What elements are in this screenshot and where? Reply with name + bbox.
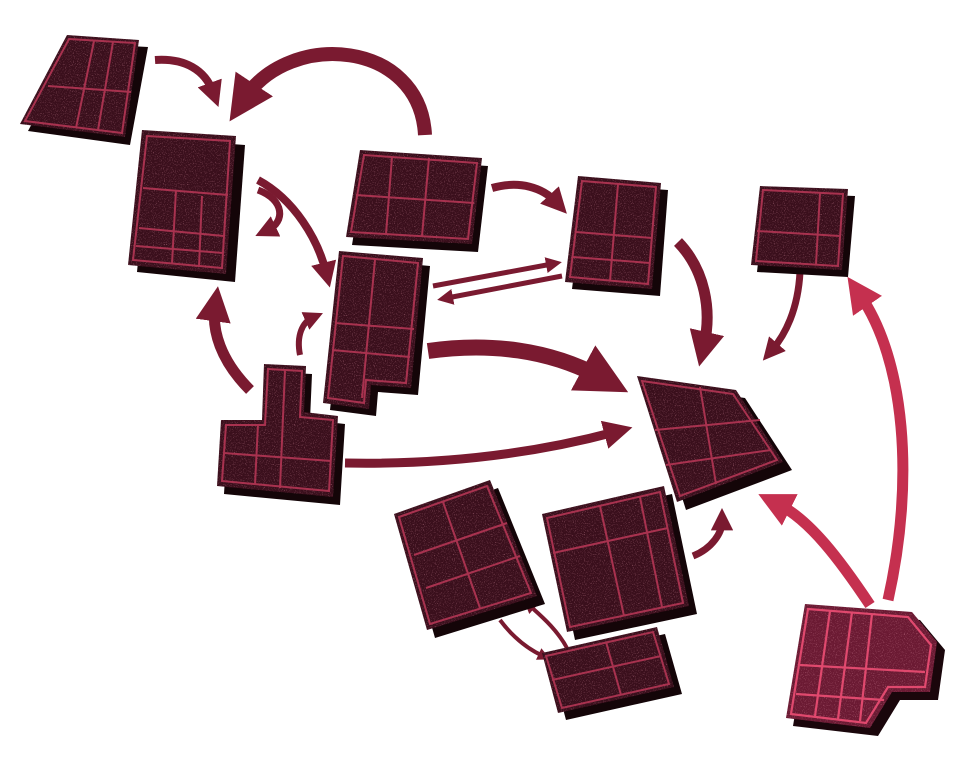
urban-block-h — [217, 364, 345, 505]
arrow-b-self — [255, 186, 284, 237]
arrow-f-to-g — [762, 271, 804, 361]
arrow-h-to-g — [344, 420, 633, 468]
urban-block-l — [786, 604, 945, 736]
urban-block-a — [20, 35, 148, 145]
urban-block-j — [542, 486, 697, 640]
arrow-i-to-k — [498, 618, 551, 660]
arrow-e-to-d — [432, 257, 562, 289]
arrow-layer — [154, 47, 909, 660]
arrow-c-to-b — [229, 47, 432, 136]
urban-block-g — [637, 376, 792, 510]
arrow-c-to-d — [490, 180, 567, 214]
arrow-b-to-e — [256, 176, 337, 288]
arrow-l-to-f — [847, 276, 909, 602]
arrow-d-to-e — [437, 273, 563, 305]
urban-block-i — [394, 480, 545, 638]
urban-block-c — [346, 150, 488, 252]
arrow-d-to-g — [673, 238, 725, 367]
arrow-j-to-g — [691, 508, 734, 560]
arrow-h-to-e — [295, 312, 323, 356]
urban-block-k — [542, 627, 682, 720]
arrow-e-to-g — [426, 339, 629, 393]
urban-block-f — [751, 186, 855, 277]
arrow-h-to-b — [195, 286, 254, 394]
arrow-a-to-b — [154, 55, 222, 108]
urban-block-e — [323, 251, 430, 416]
urban-block-d — [565, 176, 668, 296]
arrow-l-to-g — [758, 494, 875, 609]
block-layer — [20, 35, 945, 736]
urban-block-b — [128, 130, 245, 282]
arrow-k-to-j — [524, 600, 570, 651]
